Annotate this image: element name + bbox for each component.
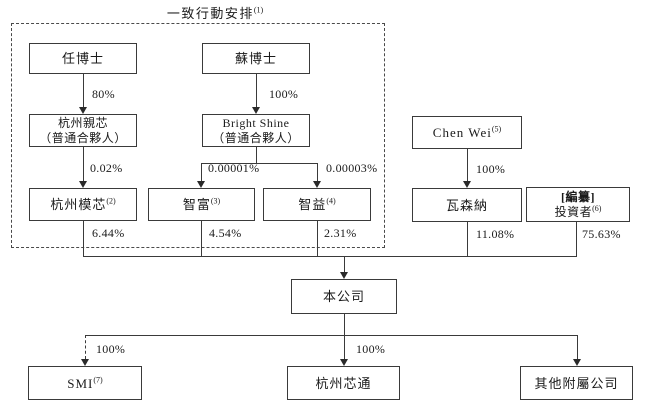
node-dr-ren: 任博士 (29, 43, 137, 74)
connector-moxin-collector (83, 221, 84, 256)
edge-label-ren-qinxin: 80% (92, 87, 115, 101)
node-hangzhou-xintong: 杭州芯通 (287, 366, 400, 400)
node-hangzhou-qinxin: 杭州親芯 （普通合夥人） (29, 114, 137, 147)
edge-label-wasenna-company: 11.08% (476, 227, 515, 241)
node-chen-wei-label: Chen Wei (432, 125, 492, 140)
connector-bright-zhifu (201, 163, 202, 181)
arrow-down-icon (79, 107, 87, 114)
connector-ren-qinxin (83, 74, 84, 107)
arrow-down-icon (313, 181, 321, 188)
node-zhiyi: 智益(4) (263, 188, 371, 221)
node-chen-wei: Chen Wei(5) (412, 116, 522, 149)
connector-bright-branch (201, 163, 318, 164)
node-zhifu: 智富(3) (148, 188, 255, 221)
node-dr-su-label: 蘇博士 (234, 51, 277, 66)
connector-bright-zhiyi (317, 163, 318, 181)
node-hangzhou-qinxin-role: （普通合夥人） (39, 130, 127, 145)
diagram-title: 一致行動安排(1) (120, 3, 310, 22)
node-hangzhou-moxin-label: 杭州模芯 (50, 197, 107, 212)
edge-label-moxin-company: 6.44% (92, 226, 125, 240)
arrow-down-icon (573, 359, 581, 366)
edge-label-chen-wasenna: 100% (476, 162, 506, 176)
arrow-down-icon (463, 181, 471, 188)
node-other-subsidiaries: 其他附屬公司 (520, 366, 633, 400)
arrow-down-icon (252, 107, 260, 114)
node-smi: SMI(7) (28, 366, 142, 400)
node-dr-su: 蘇博士 (202, 43, 310, 74)
arrow-down-icon (340, 272, 348, 279)
footnote-5-marker: (5) (491, 124, 502, 134)
node-hangzhou-qinxin-name: 杭州親芯 (57, 115, 108, 130)
arrow-down-icon (197, 181, 205, 188)
edge-label-bright-zhiyi: 0.00003% (326, 161, 378, 175)
footnote-3-marker: (3) (210, 196, 221, 206)
node-other-subsidiaries-label: 其他附屬公司 (534, 375, 619, 391)
connector-collector-company (344, 256, 345, 272)
connector-subsidiaries-branch (85, 335, 577, 336)
footnote-6-marker: (6) (592, 203, 602, 213)
node-company-label: 本公司 (322, 289, 365, 304)
edge-label-qinxin-moxin: 0.02% (90, 161, 123, 175)
connector-company-stem (344, 314, 345, 335)
node-company: 本公司 (291, 279, 397, 314)
node-hangzhou-xintong-label: 杭州芯通 (315, 375, 372, 391)
node-smi-label: SMI (67, 375, 94, 391)
node-hangzhou-moxin: 杭州模芯(2) (29, 188, 137, 221)
node-dr-ren-label: 任博士 (61, 51, 104, 66)
node-zhiyi-label: 智益 (298, 197, 327, 212)
connector-chen-wasenna (467, 149, 468, 181)
node-investors-label: 投資者 (554, 204, 593, 219)
node-bright-shine-name: Bright Shine (222, 115, 290, 130)
arrow-down-icon (81, 359, 89, 366)
node-wasenna-label: 瓦森納 (445, 197, 488, 213)
edge-label-zhiyi-company: 2.31% (324, 226, 357, 240)
connector-zhiyi-collector (317, 221, 318, 256)
edge-label-company-xintong: 100% (356, 342, 386, 356)
footnote-4-marker: (4) (326, 196, 336, 206)
connector-collector-line (83, 256, 577, 257)
node-investors-redacted-tag: [編纂] (561, 189, 595, 204)
node-bright-shine: Bright Shine （普通合夥人） (202, 114, 310, 147)
edge-label-company-smi: 100% (96, 342, 126, 356)
connector-wasenna-collector (467, 222, 468, 256)
concert-party-group-box (11, 23, 385, 248)
footnote-2-marker: (2) (106, 196, 116, 206)
footnote-7-marker: (7) (93, 375, 103, 385)
diagram-title-text: 一致行動安排 (166, 6, 254, 21)
footnote-1-marker: (1) (253, 5, 264, 15)
edge-label-zhifu-company: 4.54% (209, 226, 242, 240)
connector-company-othersubs (577, 335, 578, 359)
arrow-down-icon (79, 181, 87, 188)
edge-label-investors-company: 75.63% (582, 227, 621, 241)
node-zhifu-label: 智富 (182, 197, 211, 212)
node-wasenna: 瓦森納 (412, 188, 522, 222)
node-investors: [編纂] 投資者(6) (526, 187, 630, 222)
node-bright-shine-role: （普通合夥人） (212, 130, 300, 145)
connector-bright-stem (256, 147, 257, 164)
connector-company-xintong (344, 335, 345, 359)
connector-investors-collector (576, 222, 577, 256)
arrow-down-icon (340, 359, 348, 366)
connector-company-smi-dashed (85, 335, 86, 359)
edge-label-bright-zhifu: 0.00001% (208, 161, 260, 175)
connector-qinxin-moxin (83, 147, 84, 181)
edge-label-su-bright: 100% (269, 87, 299, 101)
connector-su-bright (256, 74, 257, 107)
connector-zhifu-collector (201, 221, 202, 256)
